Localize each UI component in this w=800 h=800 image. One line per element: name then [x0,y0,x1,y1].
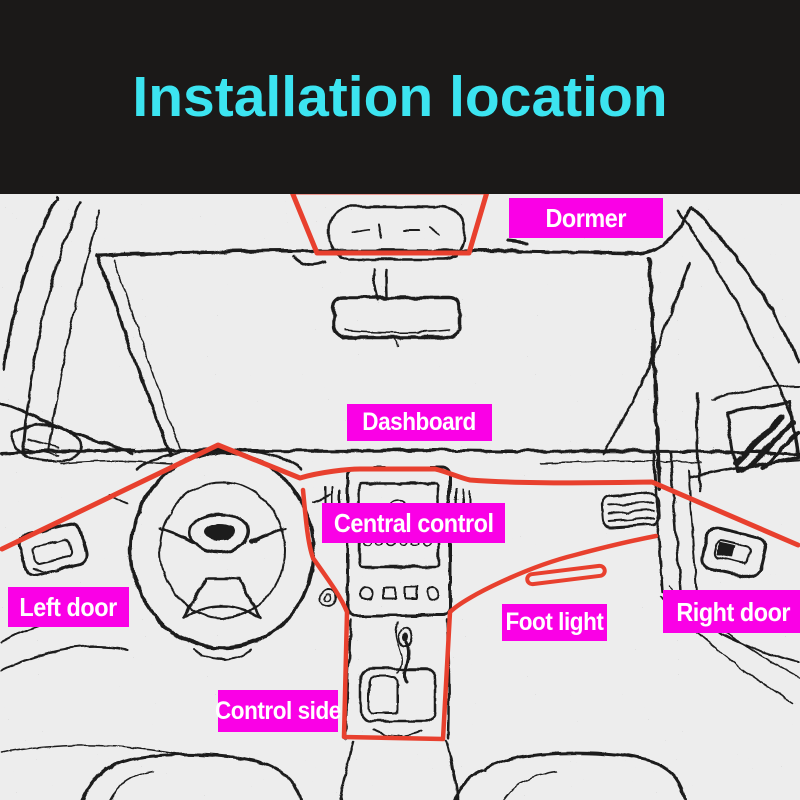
label-control-side: Control side [215,690,341,732]
label-right-door: Right door [663,590,800,633]
foot-light-strip [525,563,607,587]
poster-title: Installation location [132,65,668,129]
label-left-door-text: Left door [19,592,118,622]
label-dashboard: Dashboard [347,404,492,441]
label-left-door: Left door [8,587,129,627]
label-central-control: Central control [322,503,505,543]
label-control-side-text: Control side [215,696,341,725]
console-strip [300,487,659,742]
label-central-control-text: Central control [333,508,494,538]
label-dormer-text: Dormer [545,203,627,233]
sketch-noise-texture [0,194,800,800]
label-foot-light-text: Foot light [505,608,604,636]
label-foot-light: Foot light [502,604,607,641]
label-right-door-text: Right door [676,596,790,627]
label-dashboard-text: Dashboard [362,408,477,436]
label-dormer: Dormer [509,198,663,238]
poster-header: Installation location [0,0,800,194]
sketch-lines [0,194,800,800]
dashboard-doors-strip [0,442,800,552]
